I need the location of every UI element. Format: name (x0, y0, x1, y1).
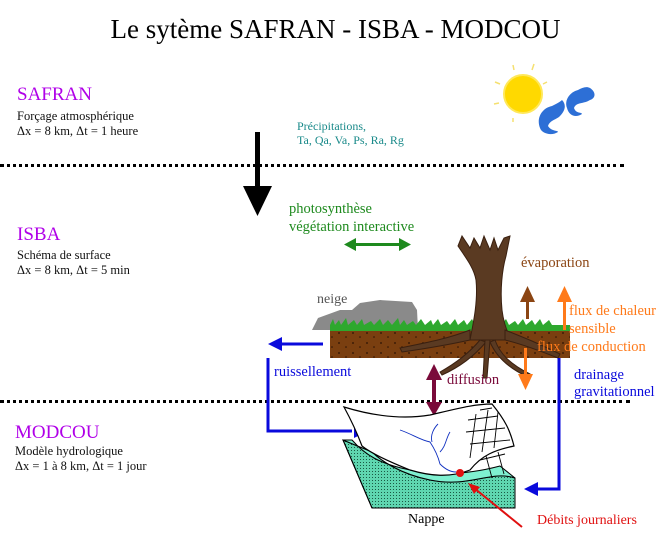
sensible-heat-label-2: sensible (569, 321, 616, 337)
drainage-label-1: drainage (574, 367, 624, 383)
modcou-description: Modèle hydrologique (15, 444, 123, 458)
outlet-point (456, 469, 464, 477)
photosynthesis-label-1: photosynthèse (289, 201, 372, 217)
sun-icon (493, 63, 548, 122)
cloud-icon (538, 87, 595, 135)
forcing-arrow (243, 132, 272, 216)
conduction-label: flux de conduction (537, 339, 646, 355)
runoff-label: ruissellement (274, 364, 352, 380)
diffusion-arrow (426, 364, 442, 416)
evaporation-arrow (520, 286, 535, 319)
safran-resolution: Δx = 8 km, Δt = 1 heure (17, 124, 139, 138)
conduction-arrow (518, 348, 533, 390)
snow-label: neige (317, 292, 348, 307)
photosynthesis-arrow (344, 238, 411, 251)
separator-safran-isba (0, 164, 624, 167)
isba-resolution: Δx = 8 km, Δt = 5 min (17, 263, 130, 277)
forcing-label-2: Ta, Qa, Va, Ps, Ra, Rg (297, 133, 404, 147)
photosynthesis-label-2: végétation interactive (289, 219, 415, 235)
forcing-label-1: Précipitations, (297, 119, 366, 133)
aquifer-label: Nappe (408, 512, 445, 527)
drainage-arrow (524, 358, 561, 496)
modcou-resolution: Δx = 1 à 8 km, Δt = 1 jour (15, 459, 147, 473)
sensible-heat-label-1: flux de chaleur (569, 303, 656, 319)
diagram-title: Le sytème SAFRAN - ISBA - MODCOU (110, 14, 561, 44)
diffusion-label: diffusion (447, 372, 500, 388)
drainage-label-2: gravitationnel (574, 384, 655, 400)
modcou-title: MODCOU (15, 422, 100, 443)
surface-grid (342, 403, 515, 479)
discharge-label: Débits journaliers (537, 513, 637, 528)
isba-description: Schéma de surface (17, 248, 111, 262)
discharge-arrow (468, 483, 523, 528)
sensible-heat-arrow (557, 286, 572, 330)
isba-title: ISBA (17, 224, 61, 245)
evaporation-label: évaporation (521, 255, 590, 271)
safran-title: SAFRAN (17, 84, 92, 105)
separator-isba-modcou (0, 400, 630, 403)
safran-description: Forçage atmosphérique (17, 109, 134, 123)
